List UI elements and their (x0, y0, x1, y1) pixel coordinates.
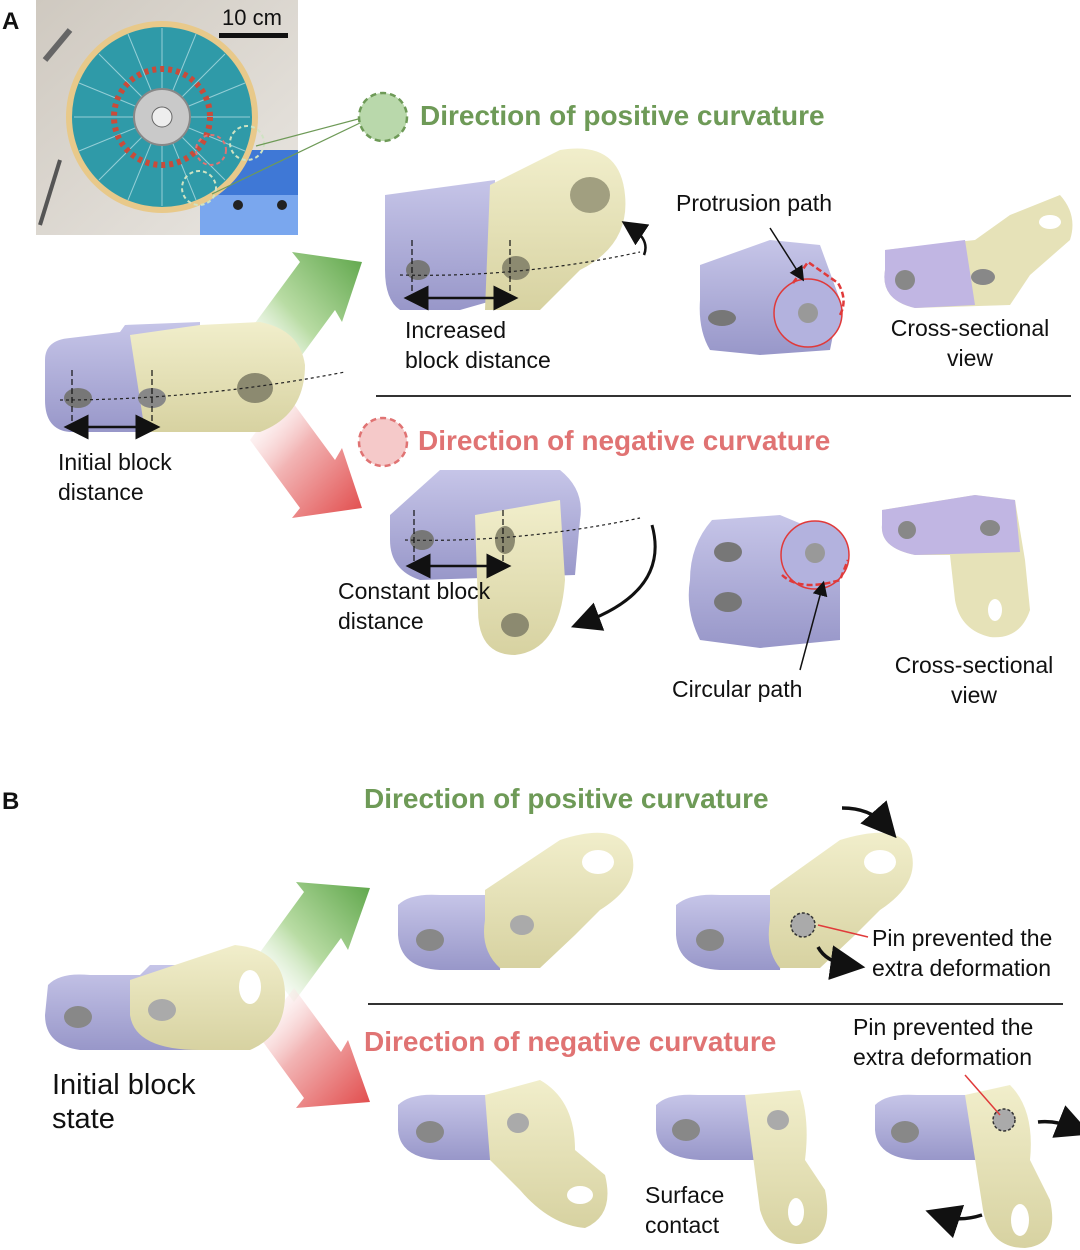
b-negative-model-2 (656, 1090, 828, 1244)
pin-note-top: Pin prevented the extra deformation (872, 925, 1053, 981)
b-negative-model-1 (398, 1080, 608, 1228)
constant-distance-label: Constant block distance (338, 578, 491, 634)
initial-block-model (45, 322, 346, 440)
positive-legend-icon (357, 91, 409, 143)
surface-contact-label: Surface contact (645, 1182, 725, 1238)
a-negative-heading: Direction of negative curvature (418, 425, 831, 456)
initial-state-model (45, 945, 285, 1050)
device-photo (36, 0, 363, 235)
panel-b-divider (368, 1003, 1063, 1005)
b-positive-model-2 (676, 800, 913, 980)
protrusion-path-label: Protrusion path (676, 190, 832, 216)
b-positive-heading: Direction of positive curvature (364, 783, 769, 814)
cross-section-top-label: Cross-sectional view (890, 315, 1050, 371)
b-negative-heading: Direction of negative curvature (364, 1026, 777, 1057)
circular-path-label: Circular path (672, 676, 803, 702)
pin-note-bottom: Pin prevented the extra deformation (853, 1014, 1034, 1070)
cross-section-bottom-label: Cross-sectional view (894, 652, 1054, 708)
negative-legend-icon (357, 416, 409, 468)
a-positive-heading: Direction of positive curvature (420, 100, 825, 131)
panel-a-letter: A (2, 8, 20, 35)
circular-path-detail (688, 515, 850, 671)
negative-direction-arrow-a (250, 392, 362, 518)
initial-distance-label: Initial block distance (58, 449, 172, 505)
negative-curvature-model (390, 470, 657, 655)
cross-section-negative (881, 495, 1030, 638)
b-negative-model-3 (875, 1074, 1080, 1248)
positive-curvature-model (385, 148, 650, 311)
panel-b-letter: B (2, 788, 20, 815)
increased-distance-label: Increased block distance (405, 317, 551, 373)
positive-direction-arrow-b (258, 882, 370, 1002)
scale-bar (219, 33, 288, 38)
scale-bar-label: 10 cm (222, 5, 282, 30)
b-positive-model-1 (398, 832, 634, 970)
cross-section-positive (884, 195, 1073, 308)
initial-state-label: Initial block state (52, 1069, 196, 1135)
negative-direction-arrow-b (258, 988, 370, 1108)
protrusion-detail (699, 227, 845, 355)
panel-a-divider (376, 395, 1071, 397)
